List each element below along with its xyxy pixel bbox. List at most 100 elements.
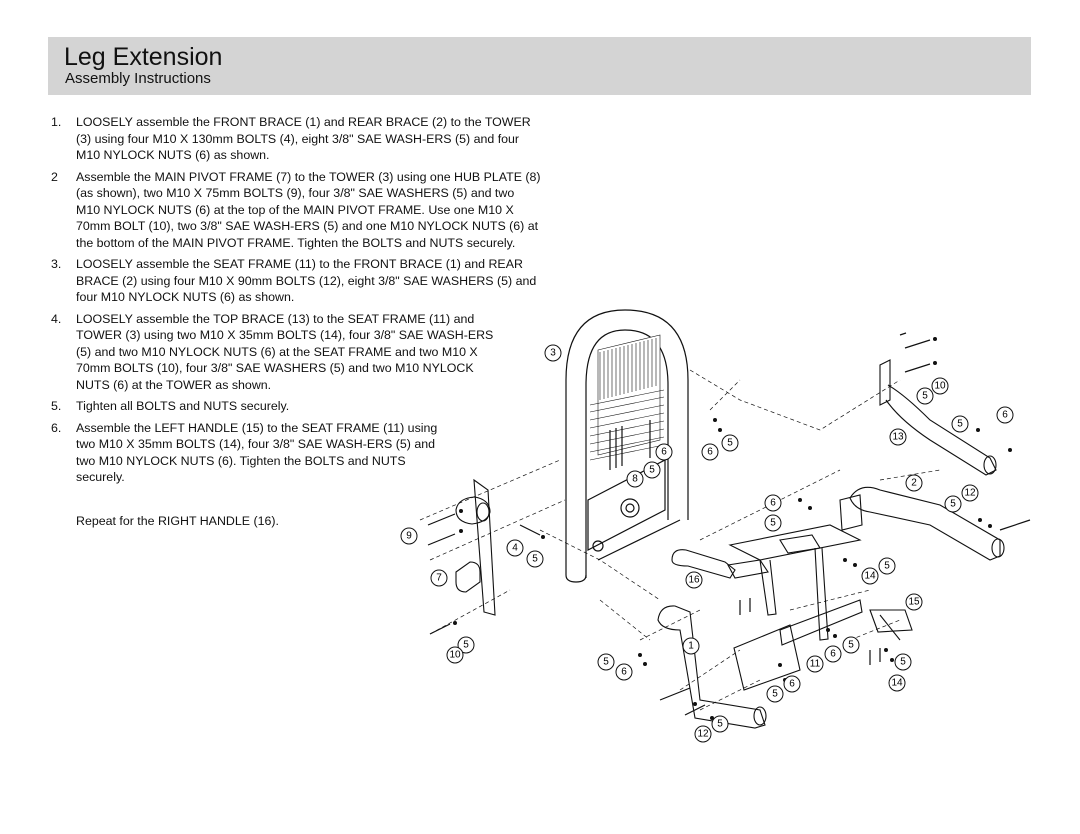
svg-text:6: 6: [789, 679, 795, 690]
svg-text:1: 1: [688, 641, 694, 652]
svg-text:3: 3: [550, 348, 556, 359]
callout-5: 5: [764, 514, 782, 532]
callout-5: 5: [721, 434, 739, 452]
callout-3: 3: [544, 344, 562, 362]
step-text: Tighten all BOLTS and NUTS securely.: [76, 399, 290, 413]
step-number: 3.: [51, 257, 62, 271]
svg-text:5: 5: [717, 719, 723, 730]
callout-1: 1: [682, 637, 700, 655]
part-callouts: 3 10 5 6 5 13 6 5 6 5 8 5 2 12 6 5 5 9 4…: [400, 344, 1014, 743]
callout-13: 13: [889, 428, 907, 446]
svg-text:7: 7: [436, 573, 442, 584]
callout-2: 2: [905, 474, 923, 492]
callout-7: 7: [430, 569, 448, 587]
svg-text:5: 5: [884, 561, 890, 572]
callout-11: 11: [806, 655, 824, 673]
svg-text:9: 9: [406, 531, 412, 542]
rear-brace: [839, 486, 1005, 561]
step-text: LOOSELY assemble the SEAT FRAME (11) to …: [76, 257, 537, 304]
callout-5: 5: [842, 636, 860, 654]
assembly-lines: [419, 369, 941, 711]
callout-5: 5: [457, 636, 475, 654]
instruction-step: 2 Assemble the MAIN PIVOT FRAME (7) to t…: [51, 169, 541, 252]
instruction-step: 1. LOOSELY assemble the FRONT BRACE (1) …: [51, 114, 541, 164]
svg-text:5: 5: [770, 518, 776, 529]
main-pivot-frame: [455, 478, 496, 616]
callout-10: 10: [931, 377, 949, 395]
step-number: 4.: [51, 311, 62, 326]
callout-5: 5: [766, 685, 784, 703]
svg-text:5: 5: [603, 657, 609, 668]
svg-text:5: 5: [772, 689, 778, 700]
svg-text:5: 5: [957, 419, 963, 430]
callout-5: 5: [878, 557, 896, 575]
svg-text:10: 10: [449, 650, 461, 661]
callout-8: 8: [626, 470, 644, 488]
step-text: LOOSELY assemble the FRONT BRACE (1) and…: [76, 115, 531, 162]
page-subtitle: Assembly Instructions: [65, 70, 211, 87]
callout-6: 6: [783, 675, 801, 693]
page-title: Leg Extension: [64, 43, 223, 71]
svg-text:13: 13: [892, 432, 904, 443]
svg-text:6: 6: [770, 498, 776, 509]
callout-6: 6: [655, 443, 673, 461]
callout-5: 5: [916, 387, 934, 405]
svg-text:5: 5: [900, 657, 906, 668]
svg-text:14: 14: [891, 678, 903, 689]
callout-9: 9: [400, 527, 418, 545]
svg-text:5: 5: [950, 499, 956, 510]
callout-5: 5: [643, 461, 661, 479]
svg-text:12: 12: [697, 729, 709, 740]
instruction-step: 5. Tighten all BOLTS and NUTS securely.: [51, 398, 541, 415]
svg-text:6: 6: [621, 667, 627, 678]
svg-text:6: 6: [1002, 410, 1008, 421]
callout-12: 12: [694, 725, 712, 743]
bolts: [427, 332, 1031, 716]
svg-text:5: 5: [922, 391, 928, 402]
svg-text:6: 6: [661, 447, 667, 458]
callout-5: 5: [711, 715, 729, 733]
step-number: 5.: [51, 399, 62, 413]
svg-text:16: 16: [688, 575, 700, 586]
svg-text:14: 14: [864, 571, 876, 582]
svg-text:6: 6: [830, 649, 836, 660]
callout-6: 6: [764, 494, 782, 512]
svg-text:8: 8: [632, 474, 638, 485]
callout-5: 5: [944, 495, 962, 513]
callout-15: 15: [905, 593, 923, 611]
svg-text:10: 10: [934, 381, 946, 392]
instruction-step: 6. Assemble the LEFT HANDLE (15) to the …: [51, 420, 446, 486]
svg-text:6: 6: [707, 447, 713, 458]
weight-stack: [589, 334, 665, 470]
step-number: 1.: [51, 115, 62, 129]
svg-text:4: 4: [512, 543, 518, 554]
top-brace: [879, 359, 997, 476]
svg-text:5: 5: [463, 640, 469, 651]
callout-14: 14: [888, 674, 906, 692]
step-number: 2: [51, 169, 58, 184]
svg-text:5: 5: [649, 465, 655, 476]
callout-5: 5: [597, 653, 615, 671]
callout-6: 6: [996, 406, 1014, 424]
seat-frame: [727, 524, 863, 691]
callout-16: 16: [685, 571, 703, 589]
repeat-note: Repeat for the RIGHT HANDLE (16).: [76, 514, 279, 528]
callout-5: 5: [526, 550, 544, 568]
svg-text:5: 5: [727, 438, 733, 449]
callout-14: 14: [861, 567, 879, 585]
callout-6: 6: [824, 645, 842, 663]
step-number: 6.: [51, 420, 62, 435]
callout-6: 6: [615, 663, 633, 681]
handles: [657, 549, 913, 729]
svg-text:5: 5: [532, 554, 538, 565]
svg-text:5: 5: [848, 640, 854, 651]
header-bar: Leg Extension Assembly Instructions: [48, 37, 1031, 95]
instruction-list: 1. LOOSELY assemble the FRONT BRACE (1) …: [51, 114, 541, 491]
instruction-step: 3. LOOSELY assemble the SEAT FRAME (11) …: [51, 256, 541, 306]
step-text: Assemble the MAIN PIVOT FRAME (7) to the…: [76, 169, 541, 250]
callout-6: 6: [701, 443, 719, 461]
svg-text:15: 15: [908, 597, 920, 608]
callout-5: 5: [951, 415, 969, 433]
instruction-step: 4. LOOSELY assemble the TOP BRACE (13) t…: [51, 311, 501, 394]
